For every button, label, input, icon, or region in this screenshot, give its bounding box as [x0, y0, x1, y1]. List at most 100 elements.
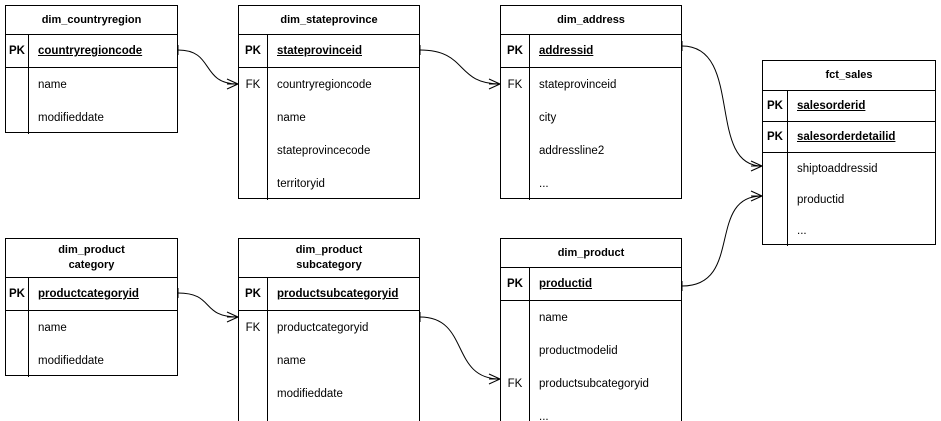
attribute-name: stateprovinceid — [539, 78, 617, 91]
attribute-name: modifieddate — [38, 354, 104, 367]
key-cell-empty — [501, 134, 530, 167]
entity-title-dim_product: dim_product — [501, 239, 681, 268]
attribute-name: modifieddate — [38, 111, 104, 124]
attribute-name: addressid — [539, 45, 594, 57]
key-cell-empty — [501, 301, 530, 334]
entity-row-dim_address-addressid[interactable]: PK addressid — [501, 35, 681, 68]
entity-row-fct_sales-shiptoaddressid[interactable]: shiptoaddressid — [763, 153, 935, 184]
cardinality-many-crowfoot — [750, 160, 763, 172]
key-cell-empty — [763, 153, 788, 184]
key-cell-empty — [501, 101, 530, 134]
entity-row-dim_productsubcategory-name[interactable]: name — [239, 344, 419, 377]
attribute-name: productmodelid — [539, 344, 618, 357]
edge-line — [419, 49, 501, 85]
entity-row-dim_product-...[interactable]: ... — [501, 400, 681, 421]
edge-line — [177, 49, 239, 85]
key-badge-pk: PK — [763, 91, 788, 121]
entity-row-dim_countryregion-modifieddate[interactable]: modifieddate — [6, 101, 177, 134]
entity-row-dim_stateprovince-name[interactable]: name — [239, 101, 419, 134]
entity-row-dim_stateprovince-countryregioncode[interactable]: FK countryregioncode — [239, 68, 419, 101]
key-badge-pk: PK — [501, 268, 530, 300]
key-cell-empty — [501, 400, 530, 421]
key-cell-empty — [501, 167, 530, 200]
entity-row-dim_product-name[interactable]: name — [501, 301, 681, 334]
attribute-name: countryregioncode — [38, 45, 143, 57]
key-badge-fk: FK — [239, 311, 268, 344]
entity-title-dim_countryregion: dim_countryregion — [6, 6, 177, 35]
key-cell-empty — [239, 410, 268, 421]
entity-row-dim_address-addressline2[interactable]: addressline2 — [501, 134, 681, 167]
key-cell-empty — [239, 377, 268, 410]
entity-row-dim_productcategory-modifieddate[interactable]: modifieddate — [6, 344, 177, 377]
edge-line — [681, 45, 763, 167]
edge-line — [419, 316, 501, 380]
relationship-rel-stateprovince-address[interactable] — [414, 45, 501, 90]
relationship-rel-address-sales[interactable] — [676, 41, 763, 172]
key-cell-empty — [501, 334, 530, 367]
key-badge-pk: PK — [6, 278, 29, 310]
entity-row-fct_sales-salesorderid[interactable]: PK salesorderid — [763, 91, 935, 122]
entity-row-dim_productsubcategory-modifieddate[interactable]: modifieddate — [239, 377, 419, 410]
entity-row-dim_stateprovince-territoryid[interactable]: territoryid — [239, 167, 419, 200]
key-badge-pk: PK — [501, 35, 530, 67]
key-badge-fk: FK — [239, 68, 268, 101]
attribute-name: ... — [539, 410, 549, 421]
edge-line — [681, 195, 763, 287]
key-badge-pk: PK — [763, 122, 788, 152]
key-cell-empty — [763, 184, 788, 215]
entity-row-fct_sales-productid[interactable]: productid — [763, 184, 935, 215]
entity-row-dim_countryregion-name[interactable]: name — [6, 68, 177, 101]
key-cell-empty — [763, 215, 788, 246]
attribute-name: salesorderid — [797, 100, 866, 112]
entity-title-dim_address: dim_address — [501, 6, 681, 35]
entity-row-dim_productsubcategory-productcategoryid[interactable]: FK productcategoryid — [239, 311, 419, 344]
attribute-name: addressline2 — [539, 144, 605, 157]
cardinality-many-crowfoot — [488, 373, 501, 385]
key-cell-empty — [239, 101, 268, 134]
entity-row-dim_productsubcategory-...[interactable]: ... — [239, 410, 419, 421]
entity-row-dim_address-city[interactable]: city — [501, 101, 681, 134]
attribute-name: name — [38, 321, 67, 334]
attribute-name: productcategoryid — [277, 321, 369, 334]
attribute-name: countryregioncode — [277, 78, 372, 91]
entity-row-dim_productcategory-name[interactable]: name — [6, 311, 177, 344]
attribute-name: ... — [539, 177, 549, 190]
entity-row-dim_address-...[interactable]: ... — [501, 167, 681, 200]
key-cell-empty — [239, 167, 268, 200]
relationship-rel-productcategory-subcategory[interactable] — [172, 288, 239, 323]
key-cell-empty — [6, 344, 29, 377]
key-cell-empty — [239, 134, 268, 167]
attribute-name: productid — [797, 193, 845, 206]
relationship-rel-subcategory-product[interactable] — [414, 312, 501, 385]
key-cell-empty — [6, 311, 29, 344]
relationship-rel-product-sales[interactable] — [676, 190, 763, 291]
cardinality-many-crowfoot — [488, 78, 501, 90]
relationship-rel-countryregion-stateprovince[interactable] — [172, 45, 239, 90]
attribute-name: territoryid — [277, 177, 325, 190]
key-cell-empty — [6, 101, 29, 134]
key-badge-fk: FK — [501, 367, 530, 400]
attribute-name: ... — [268, 410, 419, 421]
key-badge-pk: PK — [6, 35, 29, 67]
entity-row-dim_countryregion-countryregioncode[interactable]: PK countryregioncode — [6, 35, 177, 68]
entity-row-dim_stateprovince-stateprovincecode[interactable]: stateprovincecode — [239, 134, 419, 167]
entity-row-dim_product-productmodelid[interactable]: productmodelid — [501, 334, 681, 367]
attribute-name: name — [38, 78, 67, 91]
entity-row-fct_sales-...[interactable]: ... — [763, 215, 935, 246]
